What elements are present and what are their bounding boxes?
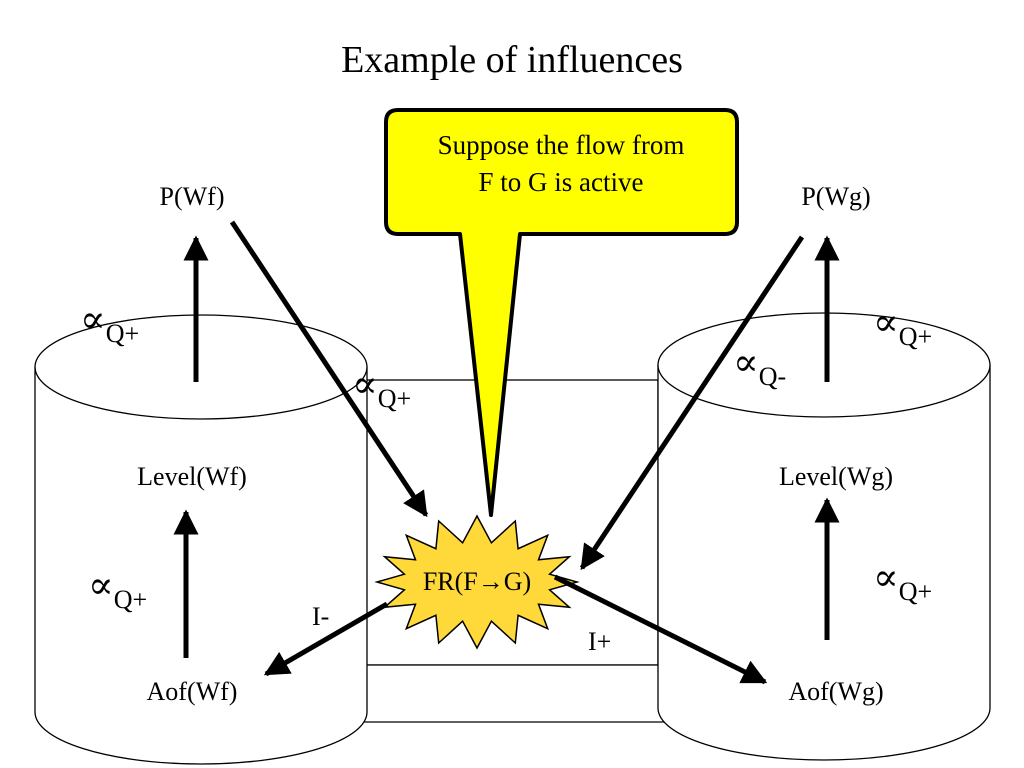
proportional-symbol: ∝ [873,302,899,344]
proportional-symbol: ∝ [733,342,759,384]
influence-label-q-minus: ∝Q- [733,342,786,391]
arrow-glyph: → [478,567,504,596]
proportional-symbol: ∝ [873,557,899,599]
influence-label-q-plus-left-top: ∝Q+ [80,299,139,348]
svg-text:∝Q+: ∝Q+ [352,364,411,413]
influence-label-i-minus: I- [312,602,329,631]
svg-text:∝Q+: ∝Q+ [80,299,139,348]
node-level-wg: Level(Wg) [779,462,893,491]
arrow-p-wf-to-flow [229,220,429,518]
influence-label-q-plus-left-bottom: ∝Q+ [88,565,147,614]
callout-bubble: Suppose the flow from F to G is active [384,108,739,517]
influence-label-q-plus-right-bottom: ∝Q+ [873,557,932,606]
arrow-p-wg-to-flow [579,235,805,571]
proportional-symbol: ∝ [80,299,106,341]
node-p-wf: P(Wf) [160,182,225,211]
node-aof-wg: Aof(Wg) [788,677,883,706]
node-aof-wf: Aof(Wf) [147,677,238,706]
influence-arrows [173,220,840,685]
influence-label-i-plus: I+ [588,627,611,656]
svg-text:∝Q-: ∝Q- [733,342,786,391]
flow-rate-label: FR(F→G) [423,567,531,596]
page-title: Example of influences [341,39,683,81]
arrow-flow-to-aof-wg [553,574,768,685]
node-level-wf: Level(Wf) [137,462,247,491]
influence-label-q-plus-right-top: ∝Q+ [873,302,932,351]
svg-text:∝Q+: ∝Q+ [88,565,147,614]
influence-label-q-plus-center: ∝Q+ [352,364,411,413]
callout-text-line2: F to G is active [479,167,644,197]
svg-text:∝Q+: ∝Q+ [873,302,932,351]
proportional-symbol: ∝ [352,364,378,406]
flow-rate-starburst: FR(F→G) [374,514,580,650]
callout-text-line1: Suppose the flow from [438,130,685,160]
svg-text:∝Q+: ∝Q+ [873,557,932,606]
node-p-wg: P(Wg) [801,182,870,211]
proportional-symbol: ∝ [88,565,114,607]
arrow-flow-to-aof-wf [263,601,389,677]
